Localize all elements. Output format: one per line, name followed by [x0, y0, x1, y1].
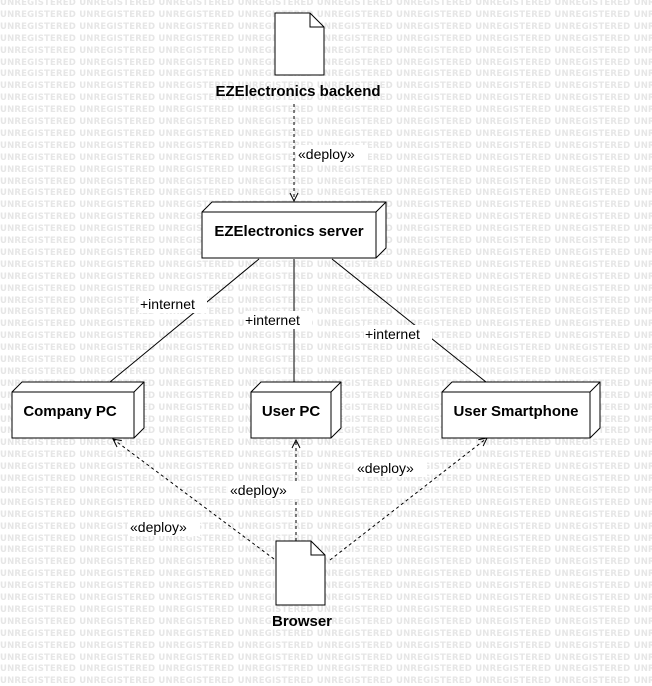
- artifact-label: EZElectronics backend: [215, 83, 380, 100]
- node-label: Company PC: [23, 403, 117, 420]
- edge-server-company-pc[interactable]: +internet: [109, 258, 260, 383]
- edge-label-deploy: «deploy»: [230, 482, 287, 498]
- node-user-smartphone[interactable]: User Smartphone: [441, 381, 601, 439]
- artifact-backend[interactable]: EZElectronics backend: [215, 12, 381, 100]
- node-box: [441, 381, 601, 439]
- edge-browser-to-user-pc[interactable]: «deploy»: [228, 440, 300, 541]
- node-label: User PC: [262, 403, 321, 420]
- node-box: [11, 381, 145, 439]
- edge-server-user-pc[interactable]: +internet: [244, 259, 312, 382]
- edge-label-deploy: «deploy»: [298, 146, 355, 162]
- node-box: [250, 381, 342, 439]
- edge-label-deploy: «deploy»: [130, 519, 187, 535]
- edge-label-internet: +internet: [365, 326, 420, 342]
- edge-backend-to-server[interactable]: «deploy»: [294, 104, 368, 201]
- artifact-label: Browser: [272, 613, 332, 630]
- node-box: [201, 201, 387, 259]
- edge-browser-to-company-pc[interactable]: «deploy»: [113, 439, 275, 560]
- edge-label-internet: +internet: [140, 296, 195, 312]
- artifact-browser[interactable]: Browser: [272, 540, 332, 630]
- document-icon: [274, 12, 325, 76]
- edge-browser-to-user-smartphone[interactable]: «deploy»: [329, 438, 487, 561]
- edge-label-deploy: «deploy»: [357, 460, 414, 476]
- document-icon: [275, 540, 326, 606]
- node-user-pc[interactable]: User PC: [250, 381, 342, 439]
- edge-label-internet: +internet: [245, 312, 300, 328]
- node-label: User Smartphone: [453, 403, 578, 420]
- node-server[interactable]: EZElectronics server: [201, 201, 387, 259]
- node-label: EZElectronics server: [214, 223, 363, 240]
- edge-server-user-smartphone[interactable]: +internet: [331, 258, 487, 383]
- node-company-pc[interactable]: Company PC: [11, 381, 145, 439]
